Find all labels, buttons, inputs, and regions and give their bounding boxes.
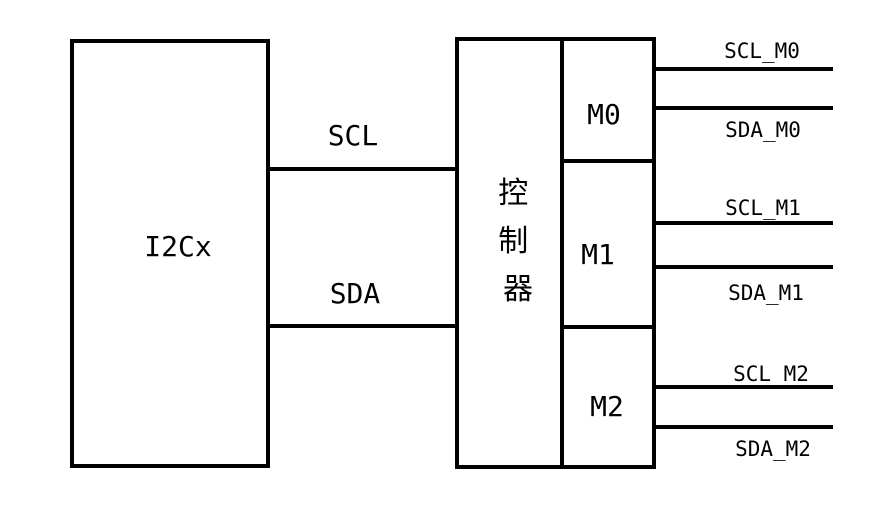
sda-m2-label: SDA_M2 <box>735 437 811 461</box>
scl-m1-label: SCL_M1 <box>725 196 801 220</box>
scl-m0-label: SCL_M0 <box>724 39 800 63</box>
module-m0-block <box>560 37 656 163</box>
scl-bus-label: SCL <box>328 119 379 152</box>
controller-char-2: 制 <box>498 224 528 259</box>
module-m2-label: M2 <box>590 390 624 423</box>
controller-label: 控 制 器 <box>498 176 538 307</box>
module-m2-block <box>560 325 656 469</box>
i2cx-block <box>70 39 270 468</box>
module-m1-label: M1 <box>581 238 615 271</box>
controller-block <box>455 37 564 469</box>
module-m0-label: M0 <box>587 98 621 131</box>
i2cx-label: I2Cx <box>144 230 211 263</box>
controller-char-3: 器 <box>503 272 533 307</box>
controller-char-1: 控 <box>498 176 528 211</box>
sda-m0-label: SDA_M0 <box>725 118 801 142</box>
sda-m1-label: SDA_M1 <box>728 281 804 305</box>
sda-bus-label: SDA <box>330 277 381 310</box>
scl-m2-label: SCL_M2 <box>733 362 809 386</box>
module-m1-block <box>560 159 656 329</box>
